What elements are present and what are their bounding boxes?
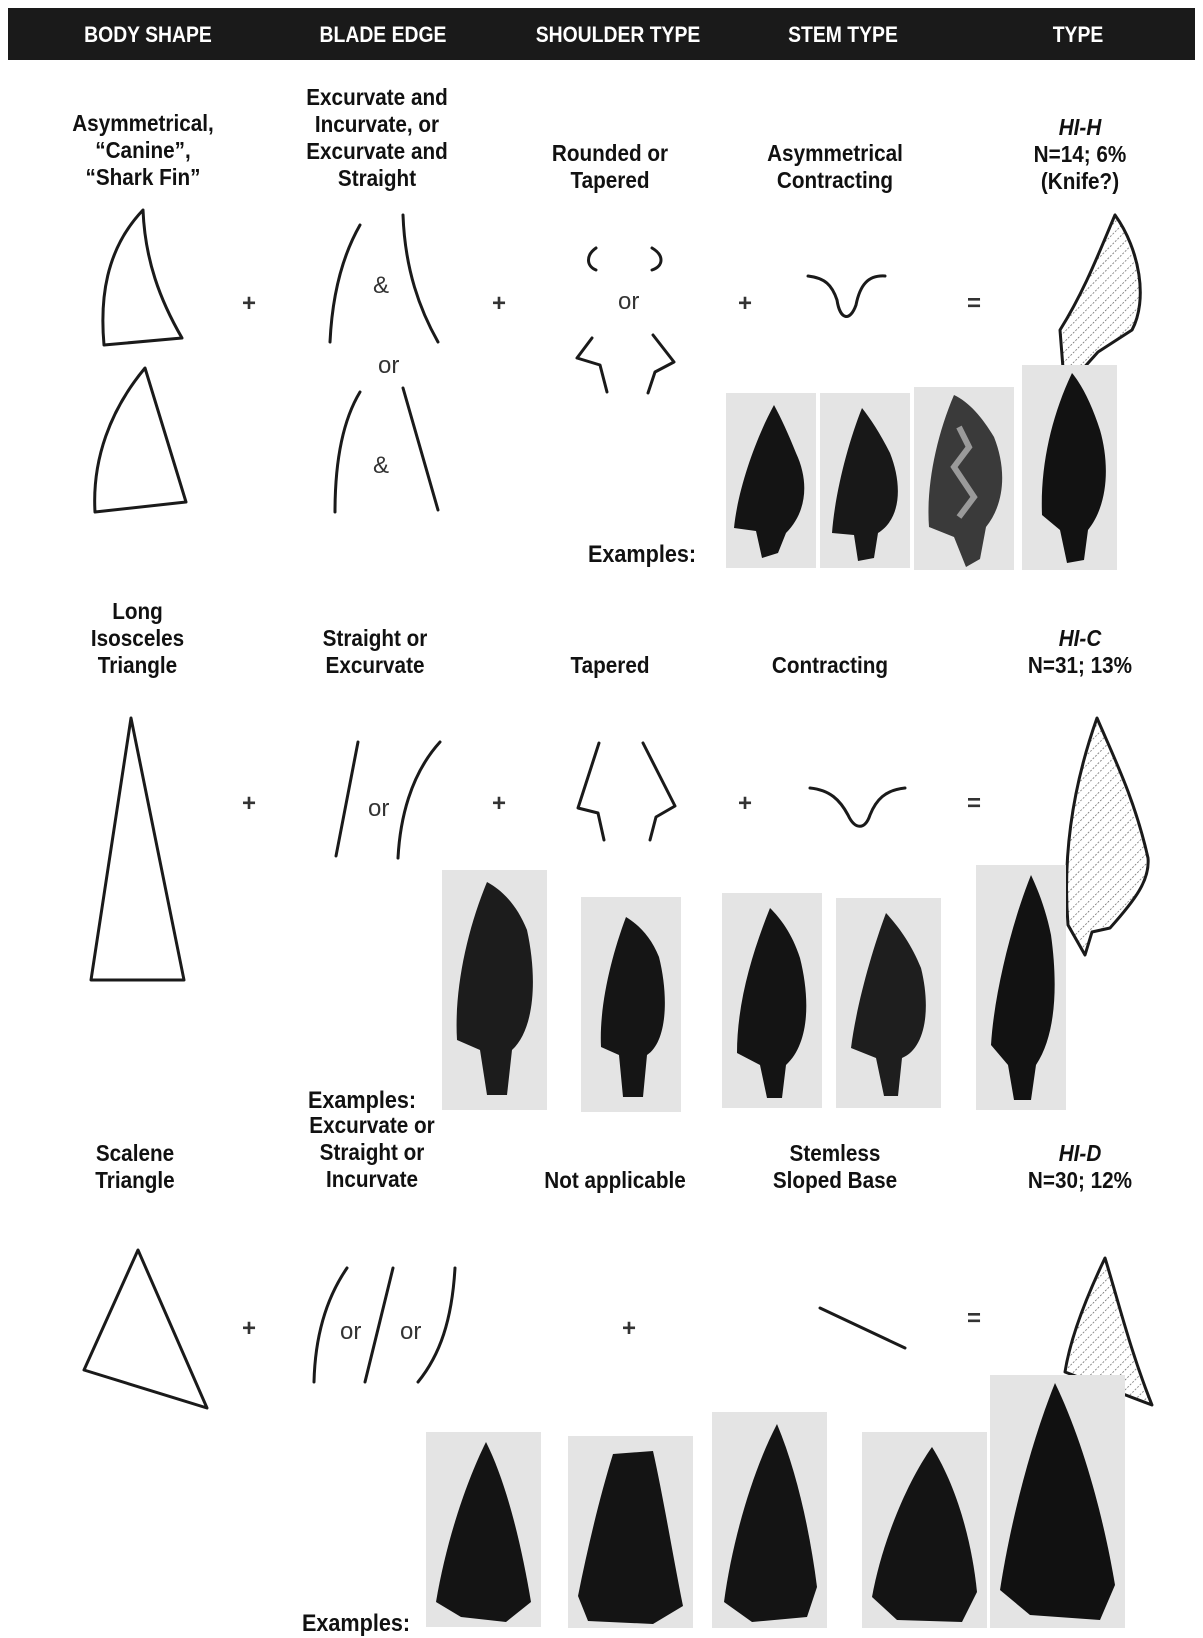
row1-example-photo-2: [820, 393, 910, 568]
row3-blade-incurvate: [418, 1268, 455, 1382]
row3-example-photo-4: [862, 1432, 987, 1628]
row3-stem-sloped-base: [820, 1308, 905, 1348]
row1-blade-incurvate: [403, 215, 438, 342]
row3-example-photo-1: [426, 1432, 541, 1627]
row3-example-photo-5: [990, 1375, 1125, 1628]
row1-blade-excurvate-1: [330, 225, 360, 342]
row1-stem-asym-contracting: [808, 276, 885, 317]
row1-canine-shape: [95, 368, 186, 512]
row3-example-photo-2: [568, 1436, 693, 1628]
row2-blade-excurvate: [398, 742, 440, 858]
row1-blade-excurvate-2: [335, 392, 360, 512]
row1-shoulder-tapered-right: [648, 335, 674, 393]
row2-shoulder-right: [643, 743, 675, 840]
row1-shark-fin-shape: [103, 210, 182, 345]
row3-blade-straight: [365, 1268, 393, 1382]
row2-example-photo-5: [976, 865, 1066, 1110]
row2-example-photo-4: [836, 898, 941, 1108]
row2-example-photo-3: [722, 893, 822, 1108]
row1-example-photo-1: [726, 393, 816, 568]
row3-blade-excurvate: [314, 1268, 347, 1382]
row3-scalene-triangle: [84, 1250, 207, 1408]
row1-shoulder-rounded-left: [589, 248, 597, 270]
row2-type-hic-outline: [1067, 718, 1149, 955]
row1-example-photo-4: [1022, 365, 1117, 570]
row2-shoulder-left: [578, 743, 604, 840]
row2-blade-straight: [336, 742, 358, 856]
row2-example-photo-1: [442, 870, 547, 1110]
row1-shoulder-rounded-right: [652, 248, 661, 270]
row2-example-photo-2: [581, 897, 681, 1112]
row2-isosceles-triangle: [91, 718, 184, 980]
row1-shoulder-tapered-left: [577, 338, 607, 392]
row1-type-hih-outline: [1060, 215, 1140, 372]
row1-example-photo-3: [914, 387, 1014, 570]
row2-stem-contracting: [810, 788, 905, 826]
row1-blade-straight: [403, 388, 438, 510]
row3-example-photo-3: [712, 1412, 827, 1628]
